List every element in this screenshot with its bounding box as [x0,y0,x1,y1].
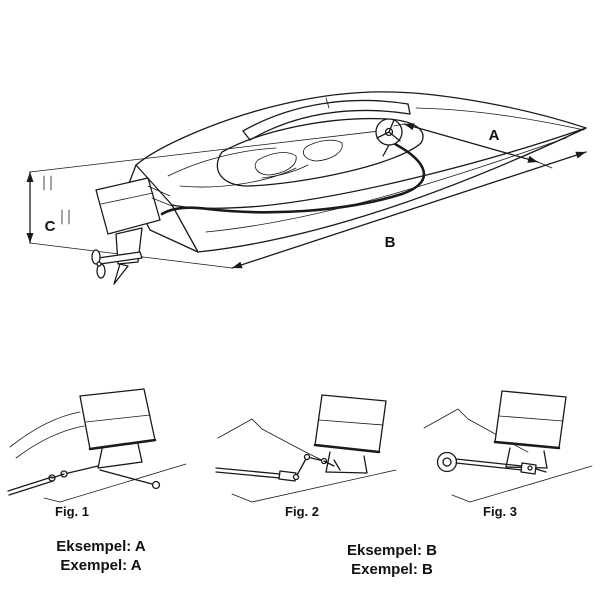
fig1-caption: Fig. 1 [55,504,89,519]
fig2-illustration: Fig. 2 [215,394,397,519]
boat-windshield [242,97,411,141]
example-a-line1: Eksempel: A [56,538,146,555]
dimension-c: C [26,171,56,244]
dimension-label-c: C [45,218,56,235]
steering-cable [160,142,426,216]
boat-illustration: A B C [26,91,587,285]
fig1-illustration: Fig. 1 [7,388,187,519]
fig3-illustration: Fig. 3 [423,390,593,519]
example-b-line1: Eksempel: B [347,542,437,559]
dimension-extension-lines [29,129,389,269]
boat-cockpit [216,117,424,187]
dimension-b: B [231,151,587,269]
dimension-a: A [393,123,553,169]
steering-wheel [375,118,403,157]
example-a-line2: Exempel: A [60,557,141,574]
fig3-caption: Fig. 3 [483,504,517,519]
fig2-caption: Fig. 2 [285,504,319,519]
example-b-line2: Exempel: B [351,561,433,578]
dimension-label-b: B [385,234,396,251]
example-b-block: Eksempel: B Exempel: B [347,542,437,578]
boat-hull [127,91,587,253]
dimension-label-a: A [489,127,500,144]
example-a-block: Eksempel: A Exempel: A [56,538,146,574]
outboard-motor [91,177,173,285]
